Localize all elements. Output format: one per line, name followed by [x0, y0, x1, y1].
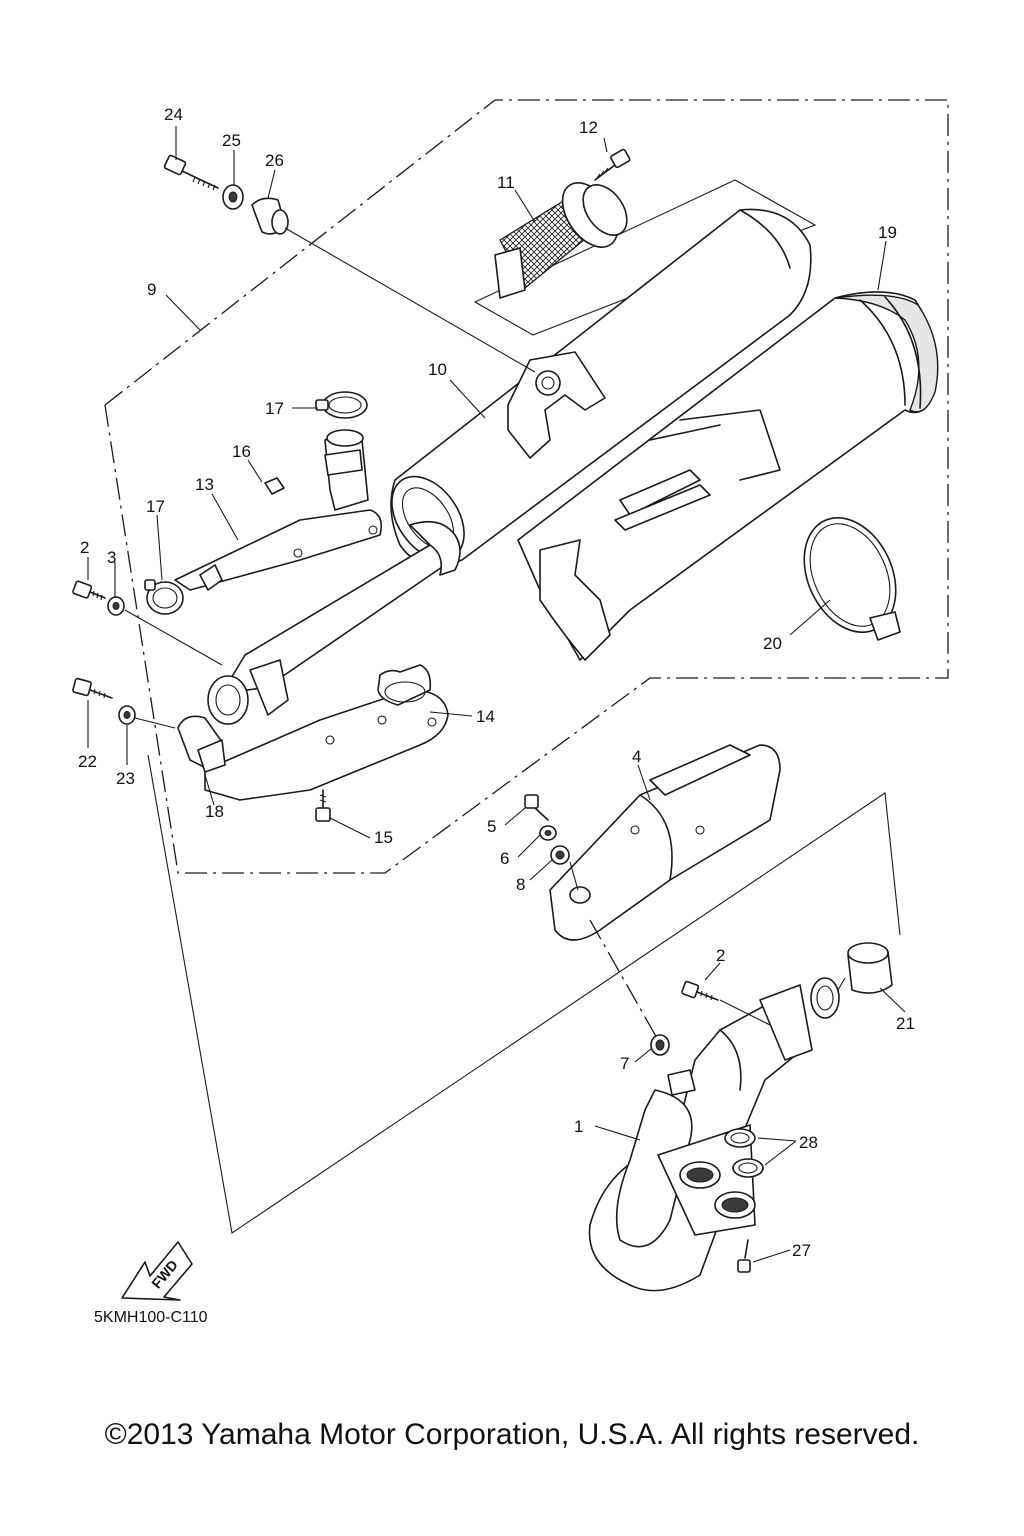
callout-10: 10: [428, 360, 447, 379]
forward-direction-arrow: FWD: [121, 1241, 193, 1301]
callout-2-upper: 2: [80, 538, 89, 557]
callout-19: 19: [878, 223, 897, 242]
bolt-22: [72, 677, 113, 699]
callout-26: 26: [265, 151, 284, 170]
silencer-cover-19: [517, 291, 939, 661]
callout-24: 24: [164, 105, 183, 124]
gasket-28: [724, 1128, 764, 1178]
callout-labels: 24 25 26 12 11 19 9 10 17 16 13 17 2 3 2…: [78, 105, 915, 1260]
heat-shield-14: [204, 664, 449, 801]
callout-5: 5: [487, 817, 496, 836]
callout-2-lower: 2: [716, 946, 725, 965]
leader-protector-to-7: [589, 919, 659, 1041]
callout-7: 7: [620, 1054, 629, 1073]
clamp-17-lower: [144, 579, 184, 615]
callout-3: 3: [107, 548, 116, 567]
bolt-24: [163, 154, 219, 191]
callout-13: 13: [195, 475, 214, 494]
copyright-notice: ©2013 Yamaha Motor Corporation, U.S.A. A…: [104, 1418, 920, 1451]
leader-21: [837, 977, 846, 991]
diagram-code: 5KMH100-C110: [94, 1309, 208, 1326]
spark-arrester-11: [494, 182, 628, 299]
callout-22: 22: [78, 752, 97, 771]
connecting-pipe: [229, 520, 461, 691]
heat-shield-13: [174, 429, 383, 591]
bolt-2-lower: [681, 980, 719, 1001]
callout-20: 20: [763, 634, 782, 653]
bolt-12: [594, 148, 631, 181]
callout-8: 8: [516, 875, 525, 894]
callout-17-upper: 17: [265, 399, 284, 418]
leader-8-to-protector: [569, 861, 579, 891]
clamp-18: [177, 715, 226, 773]
callout-leaders: [87, 126, 906, 1263]
washer-23: [118, 705, 136, 725]
front-pipe-group-outline: [147, 754, 901, 1234]
bolt-2-upper: [72, 580, 106, 601]
callout-16: 16: [232, 442, 251, 461]
callout-15: 15: [374, 828, 393, 847]
pipe-protector-4: [549, 744, 781, 941]
washer-25: [222, 184, 244, 210]
washer-6: [539, 825, 557, 841]
exhaust-pipe-1: [588, 977, 840, 1292]
assembly-boundary-dashed: [104, 99, 949, 874]
callout-6: 6: [500, 849, 509, 868]
leader-3-to-joint: [124, 609, 223, 666]
callout-4: 4: [632, 747, 641, 766]
callout-11: 11: [497, 173, 515, 192]
leader-2-lower: [719, 999, 771, 1026]
callout-28: 28: [799, 1133, 818, 1152]
bolt-27: [737, 1239, 751, 1273]
spark-arrester-box: [473, 179, 817, 336]
clamp-17-upper: [315, 391, 368, 419]
collar-26: [251, 197, 289, 235]
callout-25: 25: [222, 131, 241, 150]
clamp-20: [803, 516, 901, 641]
leader-23-to-clamp: [134, 717, 176, 729]
bolt-5: [524, 794, 549, 821]
leader-26-to-bracket: [284, 227, 536, 373]
grommet-7: [650, 1034, 670, 1056]
grommet-8: [550, 845, 570, 865]
callout-23: 23: [116, 769, 135, 788]
callout-12: 12: [579, 118, 598, 137]
gasket-21: [847, 942, 893, 994]
callout-9: 9: [147, 280, 156, 299]
callout-21: 21: [896, 1014, 915, 1033]
callout-14: 14: [476, 707, 495, 726]
callout-27: 27: [792, 1241, 811, 1260]
bolt-15: [315, 789, 331, 822]
pipe-joint-inlet: [207, 659, 289, 725]
callout-17-lower: 17: [146, 497, 165, 516]
callout-1: 1: [574, 1117, 583, 1136]
washer-3: [107, 596, 125, 616]
callout-18: 18: [205, 802, 224, 821]
nut-16: [264, 477, 285, 495]
